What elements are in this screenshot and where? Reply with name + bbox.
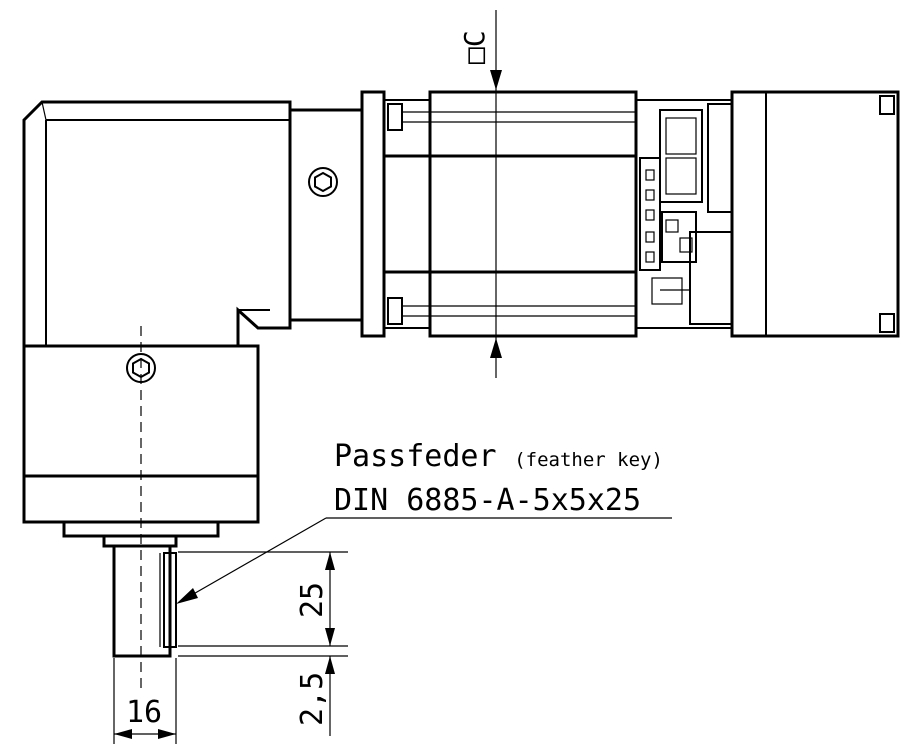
motor-end-cap <box>730 90 900 338</box>
output-shaft <box>112 544 177 658</box>
key-length-dimension: 25 <box>178 551 348 647</box>
key-annotation: Passfeder (feather key) DIN 6885-A-5x5x2… <box>176 439 672 604</box>
key-length-label: 25 <box>295 582 330 618</box>
flange-dimension: □C <box>458 10 502 378</box>
key-name-label: Passfeder <box>334 439 497 474</box>
shaft-diameter-dimension: 16 <box>113 658 177 744</box>
key-standard-label: DIN 6885-A-5x5x25 <box>334 483 641 518</box>
motor-body <box>360 90 638 338</box>
flange-dimension-label: □C <box>458 30 491 64</box>
angle-gearbox-housing <box>22 100 292 348</box>
key-offset-label: 2,5 <box>295 672 330 726</box>
adapter-flange <box>288 108 364 322</box>
key-offset-dimension: 2,5 <box>178 655 348 736</box>
key-translation-label: (feather key) <box>514 449 663 471</box>
shaft-diameter-label: 16 <box>126 695 162 730</box>
svg-text:Passfeder (feather key): Passfeder (feather key) <box>334 439 663 474</box>
hex-socket-screw-icon <box>308 167 338 197</box>
encoder-electronics <box>635 99 733 329</box>
